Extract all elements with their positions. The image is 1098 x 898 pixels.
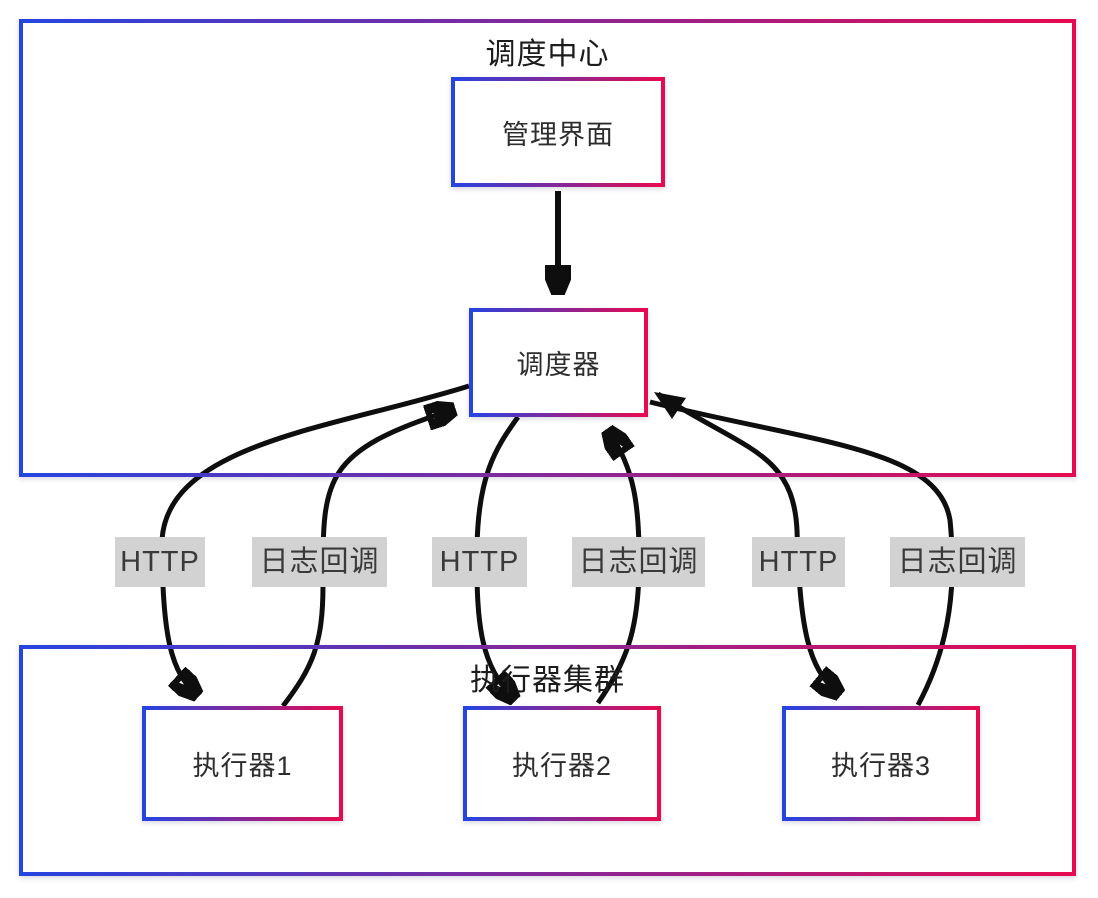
- node-executor-3-label: 执行器3: [830, 751, 932, 781]
- node-executor-1: 执行器1: [142, 706, 343, 821]
- node-executor-2-label: 执行器2: [511, 751, 613, 781]
- node-scheduler: 调度器: [469, 308, 648, 417]
- edge-label-http-3: HTTP: [752, 537, 845, 587]
- edge-label-log-callback-3: 日志回调: [890, 537, 1025, 587]
- node-executor-1-label: 执行器1: [192, 751, 293, 781]
- node-executor-3: 执行器3: [782, 706, 980, 821]
- edge-label-log-callback-2: 日志回调: [572, 537, 705, 587]
- node-scheduler-label: 调度器: [516, 350, 601, 380]
- edge-label-http-1: HTTP: [115, 537, 205, 587]
- edge-label-http-2: HTTP: [432, 537, 527, 587]
- node-admin-ui-label: 管理界面: [502, 119, 614, 150]
- node-admin-ui: 管理界面: [451, 77, 665, 187]
- node-executor-2: 执行器2: [463, 706, 661, 821]
- executor-cluster-title: 执行器集群: [470, 664, 625, 697]
- scheduling-center-title: 调度中心: [485, 38, 610, 71]
- edge-label-log-callback-1: 日志回调: [252, 537, 387, 587]
